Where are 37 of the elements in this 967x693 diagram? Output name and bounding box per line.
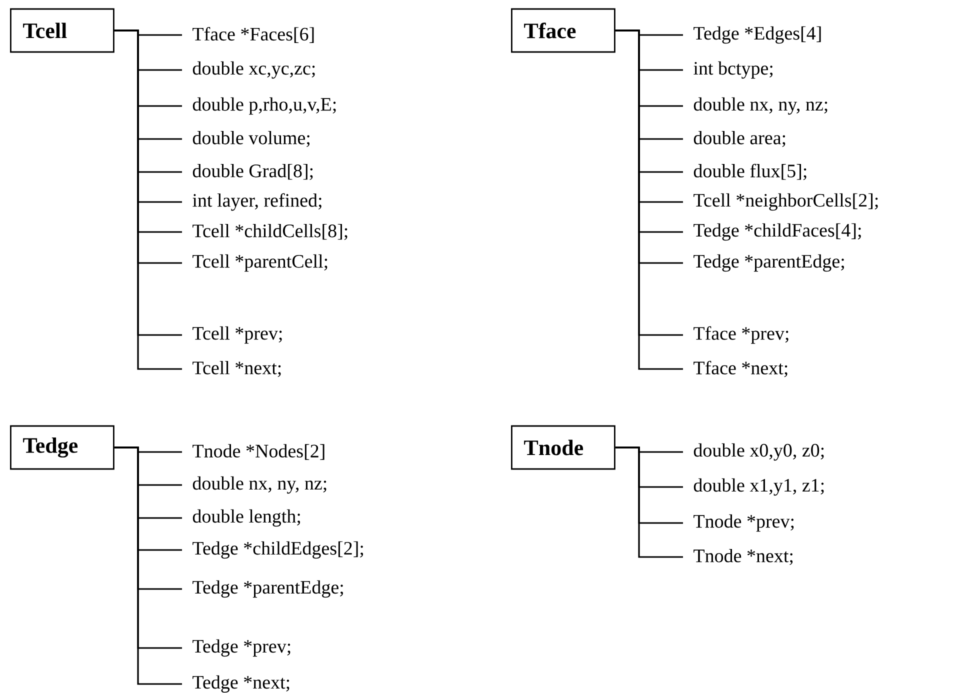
field-label: Tedge *prev; [192,639,290,657]
field-label: Tcell *next; [192,360,281,378]
field-label: double flux[5]; [694,164,806,180]
field-label: int bctype; [694,61,772,79]
field-label: Tface *prev; [694,326,788,344]
struct-box: Tedge [10,425,114,470]
field-label: Tcell *neighborCells[2]; [694,193,878,211]
field-label: double nx, ny, nz; [694,97,828,115]
field-label: Tnode *Nodes[2] [192,444,324,460]
field-label: Tedge *next; [192,675,290,693]
field-label: double xc,yc,zc; [192,61,315,79]
field-label: double area; [694,130,786,148]
field-label: double volume; [192,130,310,148]
field-label: double nx, ny, nz; [192,476,326,494]
tree-connector [114,446,182,685]
field-label: double x1,y1, z1; [694,478,824,496]
field-label: double Grad[8]; [192,164,313,180]
struct-box: Tcell [10,8,114,53]
tree-connector [615,446,683,558]
field-label: Tcell *prev; [192,326,282,344]
field-label: Tedge *parentEdge; [694,254,844,272]
field-label: Tcell *childCells[8]; [192,224,348,240]
field-label: double length; [192,509,300,527]
field-label: Tface *Faces[6] [192,27,314,43]
field-label: Tedge *Edges[4] [694,26,821,44]
struct-box: Tface [511,8,616,53]
field-label: Tface *next; [694,360,788,378]
field-label: double x0,y0, z0; [694,443,824,461]
field-label: Tnode *next; [694,548,793,566]
field-label: Tcell *parentCell; [192,254,328,272]
struct-box: Tnode [511,425,616,470]
field-label: double p,rho,u,v,E; [192,97,336,115]
field-label: Tedge *childFaces[4]; [694,223,861,241]
field-label: Tedge *parentEdge; [192,580,343,598]
field-label: Tnode *prev; [694,514,794,532]
field-label: Tedge *childEdges[2]; [192,541,364,559]
field-label: int layer, refined; [192,193,322,211]
